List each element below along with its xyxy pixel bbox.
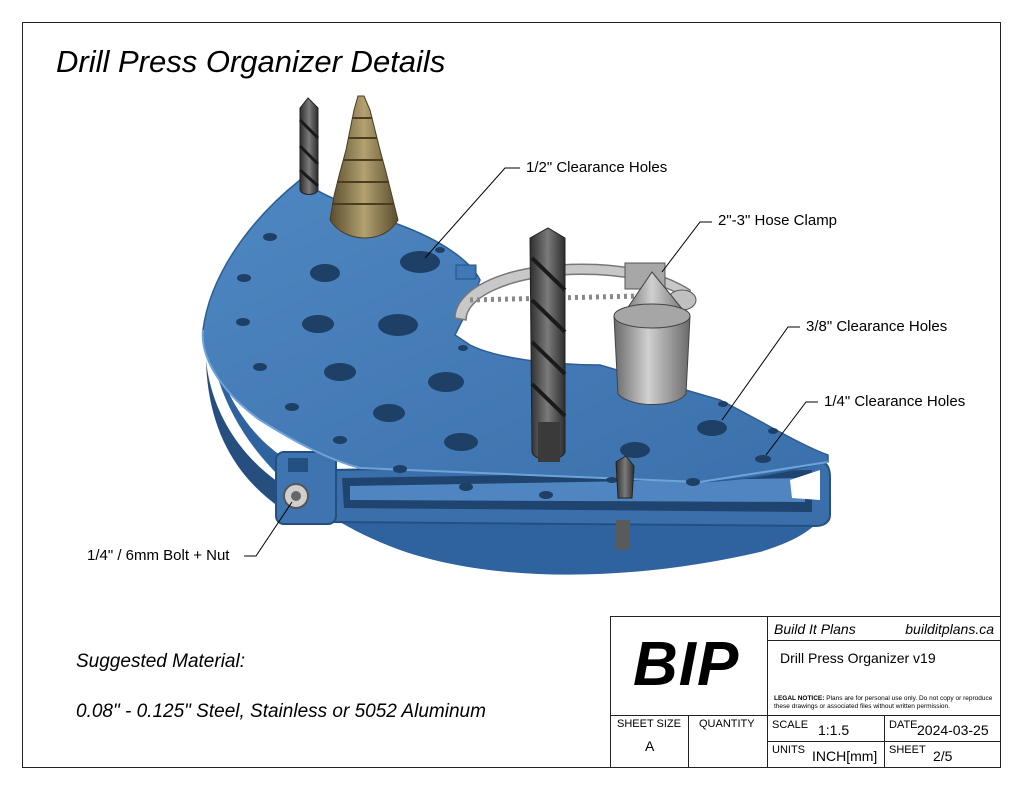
- project-name: Drill Press Organizer v19: [780, 650, 936, 666]
- sheet-number-cell: SHEET 2/5: [884, 741, 1001, 768]
- leader-half-inch: [424, 167, 520, 259]
- title-block: BIP Build It Plans builditplans.ca Drill…: [610, 616, 1001, 768]
- leader-hose-clamp: [661, 221, 712, 273]
- large-drill-bit: [529, 227, 567, 462]
- project-cell: Build It Plans builditplans.ca Drill Pre…: [767, 616, 1001, 716]
- company-name: Build It Plans: [774, 621, 856, 637]
- callout-hose-clamp: 2"-3" Hose Clamp: [718, 212, 838, 229]
- date-value: 2024-03-25: [917, 722, 989, 738]
- leader-quarter: [765, 401, 818, 456]
- scale-value: 1:1.5: [818, 722, 850, 738]
- units-cell: UNITS INCH[mm]: [767, 741, 885, 768]
- step-drill-bit: [329, 95, 399, 239]
- scale-cell: SCALE 1:1.5: [767, 715, 885, 742]
- callout-half-inch-holes: 1/2" Clearance Holes: [526, 159, 668, 176]
- leader-three-eighths: [721, 326, 800, 421]
- material-heading: Suggested Material:: [76, 651, 245, 672]
- units-label: UNITS: [772, 744, 805, 756]
- drawing-sheet-border: [22, 22, 1001, 768]
- quantity-cell: QUANTITY: [688, 715, 768, 768]
- sheet-value: 2/5: [933, 748, 953, 764]
- date-label: DATE: [889, 719, 918, 731]
- sheet-label: SHEET: [889, 744, 926, 756]
- clearance-holes: [236, 233, 778, 499]
- callout-bolt-nut: 1/4" / 6mm Bolt + Nut: [87, 547, 230, 564]
- sheet-size-value: A: [645, 738, 655, 754]
- bip-logo: BIP: [633, 630, 740, 699]
- legal-notice: LEGAL NOTICE: Plans are for personal use…: [774, 695, 993, 710]
- leader-lines: [244, 167, 818, 557]
- company-website: builditplans.ca: [905, 621, 994, 637]
- short-bit: [615, 455, 635, 550]
- callout-quarter-holes: 1/4" Clearance Holes: [824, 393, 966, 410]
- countersink-bit: [613, 271, 691, 405]
- material-text: 0.08" - 0.125" Steel, Stainless or 5052 …: [76, 701, 486, 722]
- page-title: Drill Press Organizer Details: [56, 44, 446, 79]
- small-drill-bit: [298, 97, 320, 195]
- sheet-size-label: SHEET SIZE: [617, 718, 681, 730]
- logo-cell: BIP: [610, 616, 768, 716]
- sheet-size-cell: SHEET SIZE A: [610, 715, 689, 768]
- scale-label: SCALE: [772, 719, 809, 731]
- quantity-label: QUANTITY: [699, 718, 755, 730]
- date-cell: DATE 2024-03-25: [884, 715, 1001, 742]
- callout-three-eighths-holes: 3/8" Clearance Holes: [806, 318, 948, 335]
- units-value: INCH[mm]: [812, 748, 878, 764]
- leader-bolt: [244, 501, 293, 557]
